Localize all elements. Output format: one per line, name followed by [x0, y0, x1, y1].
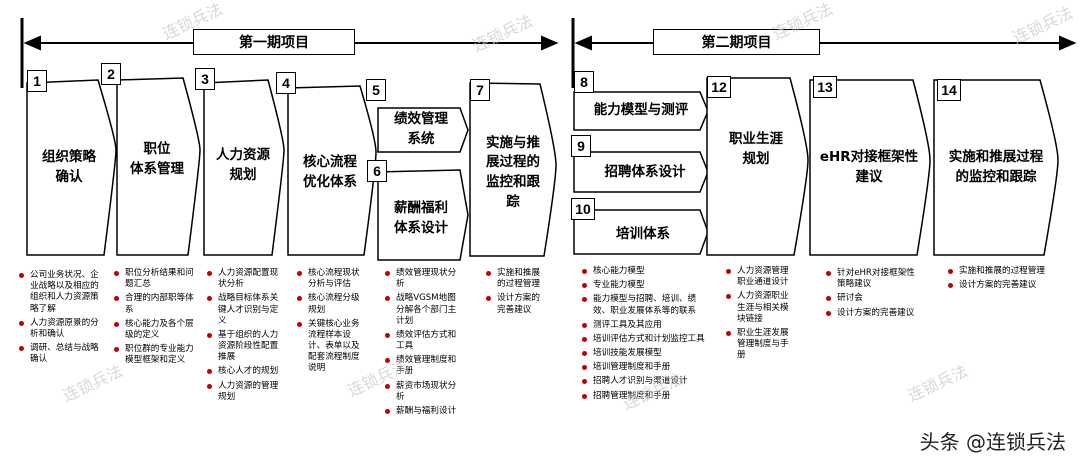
step-14-number: 14 — [937, 79, 961, 101]
list-item: 核心能力模型 — [582, 266, 706, 277]
list-item: 测评工具及其应用 — [582, 320, 706, 331]
list-item: 设计方案的完善建议 — [826, 308, 922, 319]
bullets-step-2: 职位分析结果和问题汇总 合理的内部职等体系 核心能力及各个层级的定义 职位群的专… — [114, 268, 196, 369]
list-item: 关键核心业务流程样本设计、表单以及配套流程制度说明 — [297, 319, 361, 375]
list-item: 人力资源配置现状分析 — [207, 268, 283, 290]
list-item: 专业能力模型 — [582, 280, 706, 291]
step-9-title: 招聘体系设计 — [604, 164, 686, 181]
list-item: 培训管理制度和手册 — [582, 362, 706, 373]
step-13-title: eHR对接框架性 建议 — [819, 149, 919, 185]
step-12-shape — [706, 77, 809, 256]
step-13-shape — [809, 79, 931, 256]
step-9-number: 9 — [571, 135, 591, 157]
list-item: 核心能力及各个层级的定义 — [114, 319, 196, 341]
list-item: 基于组织的人力资源阶段性配置推展 — [207, 330, 283, 364]
step-5-shape — [377, 107, 469, 153]
step-3-number: 3 — [195, 68, 215, 90]
step-5-number: 5 — [366, 79, 386, 101]
list-item: 人力资源的管理规划 — [207, 381, 283, 403]
list-item: 职位分析结果和问题汇总 — [114, 268, 196, 290]
list-item: 针对eHR对接框架性策略建议 — [826, 268, 922, 290]
list-item: 招聘管理制度和手册 — [582, 391, 706, 402]
bullets-step-4: 核心流程现状分析与评估 核心流程分级规划 关键核心业务流程样本设计、表单以及配套… — [297, 268, 361, 378]
phase1-label: 第一期项目 — [193, 29, 355, 55]
list-item: 人力资源管理职业通道设计 — [726, 266, 790, 288]
step-8-number: 8 — [574, 71, 594, 93]
list-item: 薪酬与福利设计 — [385, 406, 461, 417]
step-8-shape — [573, 91, 709, 131]
bullets-step-14: 实施和推展的过程管理 设计方案的完善建议 — [948, 266, 1048, 294]
step-2-shape — [116, 77, 201, 256]
step-10-number: 10 — [571, 198, 595, 220]
step-3-shape — [203, 79, 285, 256]
step-6-title: 薪酬福利 体系设计 — [394, 200, 448, 236]
step-4-shape — [287, 85, 377, 256]
list-item: 设计方案的完善建议 — [486, 293, 546, 315]
step-3-title: 人力资源 规划 — [216, 147, 270, 183]
phase2-label: 第二期项目 — [653, 29, 820, 55]
list-item: 核心人才的规划 — [207, 366, 283, 377]
step-2-number: 2 — [101, 63, 121, 85]
list-item: 实施和推展的过程管理 — [948, 266, 1048, 277]
step-12-title: 职业生涯 规划 — [729, 131, 783, 167]
list-item: 人力资源原景的分析和确认 — [19, 318, 107, 340]
bullets-step-1: 公司业务状况、企业战略以及相应的组织和人力资源策略了解 人力资源原景的分析和确认… — [19, 270, 107, 368]
step-1-shape — [26, 79, 117, 256]
step-9-shape — [573, 151, 709, 193]
step-6-number: 6 — [367, 160, 387, 182]
step-7-shape — [469, 82, 557, 257]
list-item: 调研、总结与战略确认 — [19, 343, 107, 365]
step-7-number: 7 — [470, 79, 490, 101]
list-item: 绩效管理制度和手册 — [385, 355, 461, 377]
step-8-title: 能力模型与测评 — [593, 102, 689, 119]
list-item: 培训技能发展模型 — [582, 348, 706, 359]
list-item: 核心流程分级规划 — [297, 293, 361, 315]
step-7-title: 实施与推 展过程的 监控和跟 踪 — [486, 134, 540, 210]
step-1-title: 组织策略 确认 — [42, 149, 96, 185]
list-item: 公司业务状况、企业战略以及相应的组织和人力资源策略了解 — [19, 270, 107, 315]
list-item: 人力资源职业生涯与相关模块链接 — [726, 291, 790, 325]
step-5-title: 绩效管理 系统 — [394, 111, 448, 147]
list-item: 薪资市场现状分析 — [385, 381, 461, 403]
step-10-title: 培训体系 — [616, 226, 670, 243]
list-item: 绩效管理现状分析 — [385, 268, 461, 290]
step-2-title: 职位 体系管理 — [130, 141, 184, 177]
step-6-shape — [377, 169, 469, 261]
list-item: 实施和推展的过程管理 — [486, 268, 546, 290]
bullets-step-12: 人力资源管理职业通道设计 人力资源职业生涯与相关模块链接 职业生涯发展管理制度与… — [726, 266, 790, 364]
step-13-number: 13 — [813, 76, 837, 98]
bullets-step-8-10: 核心能力模型 专业能力模型 能力模型与招聘、培训、绩效、职业发展体系等的联系 测… — [582, 266, 706, 405]
list-item: 培训评估方式和计划监控工具 — [582, 334, 706, 345]
step-14-title: 实施和推展过程 的监控和跟踪 — [948, 149, 1044, 185]
bullets-step-5-6: 绩效管理现状分析 战略VGSM地图分解各个部门主计划 绩效评估方式和工具 绩效管… — [385, 268, 461, 420]
list-item: 研讨会 — [826, 293, 922, 304]
list-item: 合理的内部职等体系 — [114, 293, 196, 315]
step-4-number: 4 — [276, 72, 296, 94]
list-item: 绩效评估方式和工具 — [385, 330, 461, 352]
list-item: 职位群的专业能力模型框架和定义 — [114, 344, 196, 366]
step-4-title: 核心流程 优化体系 — [303, 154, 357, 190]
list-item: 战略VGSM地图分解各个部门主计划 — [385, 293, 461, 327]
list-item: 招聘人才识别与渠道设计 — [582, 376, 706, 387]
step-12-number: 12 — [707, 76, 731, 98]
step-14-shape — [933, 79, 1059, 256]
step-1-number: 1 — [27, 70, 47, 92]
list-item: 核心流程现状分析与评估 — [297, 268, 361, 290]
list-item: 战略目标体系关键人才识别与定义 — [207, 293, 283, 327]
list-item: 设计方案的完善建议 — [948, 280, 1048, 291]
list-item: 职业生涯发展管理制度与手册 — [726, 328, 790, 362]
source-credit: 头条 @连锁兵法 — [919, 430, 1066, 454]
bullets-step-3: 人力资源配置现状分析 战略目标体系关键人才识别与定义 基于组织的人力资源阶段性配… — [207, 268, 283, 406]
step-10-shape — [573, 209, 709, 255]
list-item: 能力模型与招聘、培训、绩效、职业发展体系等的联系 — [582, 294, 706, 316]
bullets-step-7: 实施和推展的过程管理 设计方案的完善建议 — [486, 268, 546, 319]
bullets-step-13: 针对eHR对接框架性策略建议 研讨会 设计方案的完善建议 — [826, 268, 922, 322]
